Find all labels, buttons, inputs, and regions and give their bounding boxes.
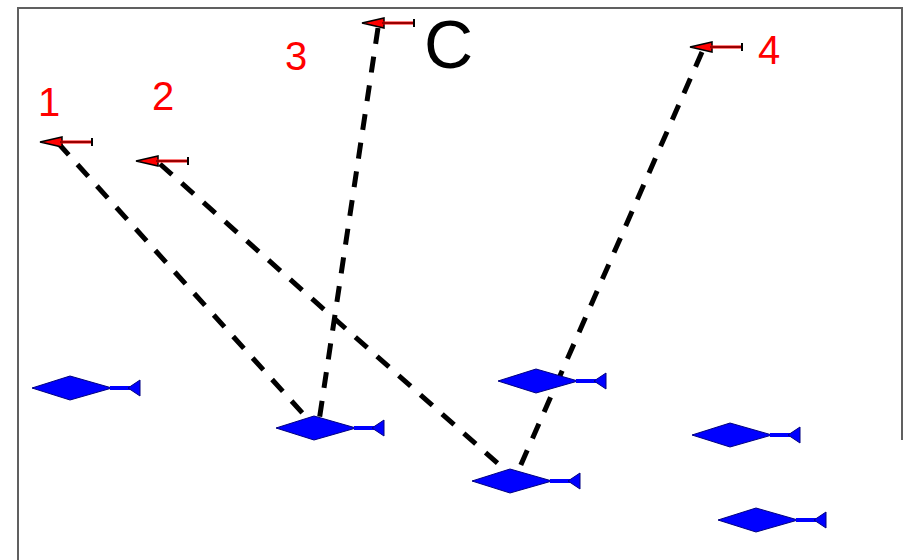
callout-number: 4 (758, 30, 780, 70)
callout-number: 2 (152, 76, 174, 116)
predators (40, 18, 742, 166)
fish-school (32, 369, 826, 532)
panel-letter: C (424, 10, 473, 78)
sight-lines (58, 28, 702, 476)
frame (18, 8, 902, 560)
callout-number: 1 (38, 82, 60, 122)
callout-number: 3 (285, 36, 307, 76)
